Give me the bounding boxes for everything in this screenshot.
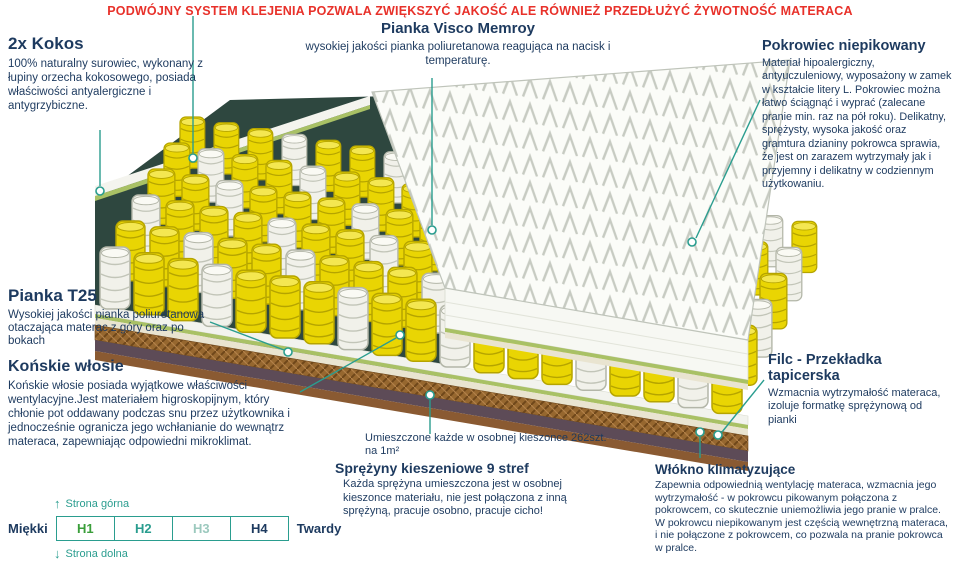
cover-latex-seam bbox=[445, 328, 748, 384]
hardness-h3: H3 bbox=[171, 517, 230, 540]
callout-wlokno: Włókno klimatyzujące Zapewnia odpowiedni… bbox=[655, 462, 953, 555]
callout-filc: Filc - Przekładka tapicerska Wzmacnia wy… bbox=[768, 352, 952, 427]
hardness-scale: ↑ Strona górna Miękki H1 H2 H3 H4 Twardy… bbox=[8, 496, 360, 561]
callout-konskie-wlosie-body: Końskie włosie posiada wyjątkowe właściw… bbox=[8, 380, 290, 449]
base-layers bbox=[94, 304, 749, 471]
scale-hard-label: Twardy bbox=[296, 521, 342, 536]
callout-sprezyny-body1: Umieszczone każde w osobnej kieszonce 26… bbox=[365, 432, 607, 458]
callout-wlokno-title: Włókno klimatyzujące bbox=[655, 462, 796, 477]
callout-sprezyny: Umieszczone każde w osobnej kieszonce 26… bbox=[335, 432, 635, 518]
scale-top-label: Strona górna bbox=[65, 497, 130, 510]
callout-pianka-t25: Pianka T25 Wysokiej jakości pianka poliu… bbox=[8, 286, 223, 348]
callout-filc-body: Wzmacnia wytrzymałość materaca, izoluje … bbox=[768, 387, 941, 426]
cover-cream-seam bbox=[445, 332, 748, 390]
callout-visco-title: Pianka Visco Memroy bbox=[381, 20, 535, 37]
felt-dark-layer bbox=[95, 340, 748, 462]
callout-pokrowiec-title: Pokrowiec niepikowany bbox=[762, 38, 926, 54]
callout-kokos-body: 100% naturalny surowiec, wykonany z łupi… bbox=[8, 58, 203, 113]
hardness-boxes: H1 H2 H3 H4 bbox=[55, 516, 289, 541]
arrow-down-icon: ↓ bbox=[54, 546, 61, 561]
base-brown-layer bbox=[95, 351, 748, 471]
latex-line-layer bbox=[95, 314, 748, 429]
connector-konskie bbox=[299, 337, 397, 393]
connector-dots bbox=[95, 153, 723, 440]
callout-konskie-wlosie: Końskie włosie Końskie włosie posiada wy… bbox=[8, 358, 308, 449]
connector-filc bbox=[721, 379, 765, 433]
callout-pokrowiec: Pokrowiec niepikowany Materiał hipoalerg… bbox=[762, 38, 952, 192]
scale-bottom-label: Strona dolna bbox=[65, 547, 128, 560]
arrow-up-icon: ↑ bbox=[54, 496, 61, 511]
connector-pokrowiec bbox=[695, 99, 761, 239]
callout-pianka-t25-body: Wysokiej jakości pianka poliuretanowa ot… bbox=[8, 309, 205, 347]
callout-visco-body: wysokiej jakości pianka poliuretanowa re… bbox=[305, 41, 611, 68]
callout-konskie-wlosie-title: Końskie włosie bbox=[8, 358, 124, 375]
scale-bottom-side: ↓ Strona dolna bbox=[54, 546, 360, 561]
callout-sprezyny-body2: Każda sprężyna umieszczona jest w osobne… bbox=[343, 478, 567, 517]
hardness-h2: H2 bbox=[113, 517, 172, 540]
scale-top-side: ↑ Strona górna bbox=[54, 496, 360, 511]
connector-lines bbox=[99, 16, 765, 458]
scale-row: Miękki H1 H2 H3 H4 Twardy bbox=[8, 516, 360, 541]
hardness-h4: H4 bbox=[229, 517, 288, 540]
header-banner: PODWÓJNY SYSTEM KLEJENIA POZWALA ZWIĘKSZ… bbox=[107, 4, 853, 18]
hardness-h1: H1 bbox=[76, 521, 94, 536]
callout-visco: Pianka Visco Memroy wysokiej jakości pia… bbox=[300, 20, 616, 68]
callout-pokrowiec-body: Materiał hipoalergiczny, antyuczuleniowy… bbox=[762, 57, 952, 191]
callout-kokos-title: 2x Kokos bbox=[8, 34, 84, 53]
callout-kokos: 2x Kokos 100% naturalny surowiec, wykona… bbox=[8, 34, 208, 113]
visco-zigzag-top bbox=[371, 59, 791, 341]
cover-slab bbox=[371, 59, 791, 390]
scale-soft-label: Miękki bbox=[8, 521, 48, 536]
connector-t25 bbox=[209, 321, 285, 351]
callout-filc-title: Filc - Przekładka tapicerska bbox=[768, 352, 882, 384]
callout-wlokno-body: Zapewnia odpowiednią wentylację materaca… bbox=[655, 479, 948, 554]
felt-cream-layer bbox=[95, 318, 748, 436]
callout-pianka-t25-title: Pianka T25 bbox=[8, 286, 97, 305]
callout-sprezyny-title: Sprężyny kieszeniowe 9 stref bbox=[335, 460, 529, 477]
